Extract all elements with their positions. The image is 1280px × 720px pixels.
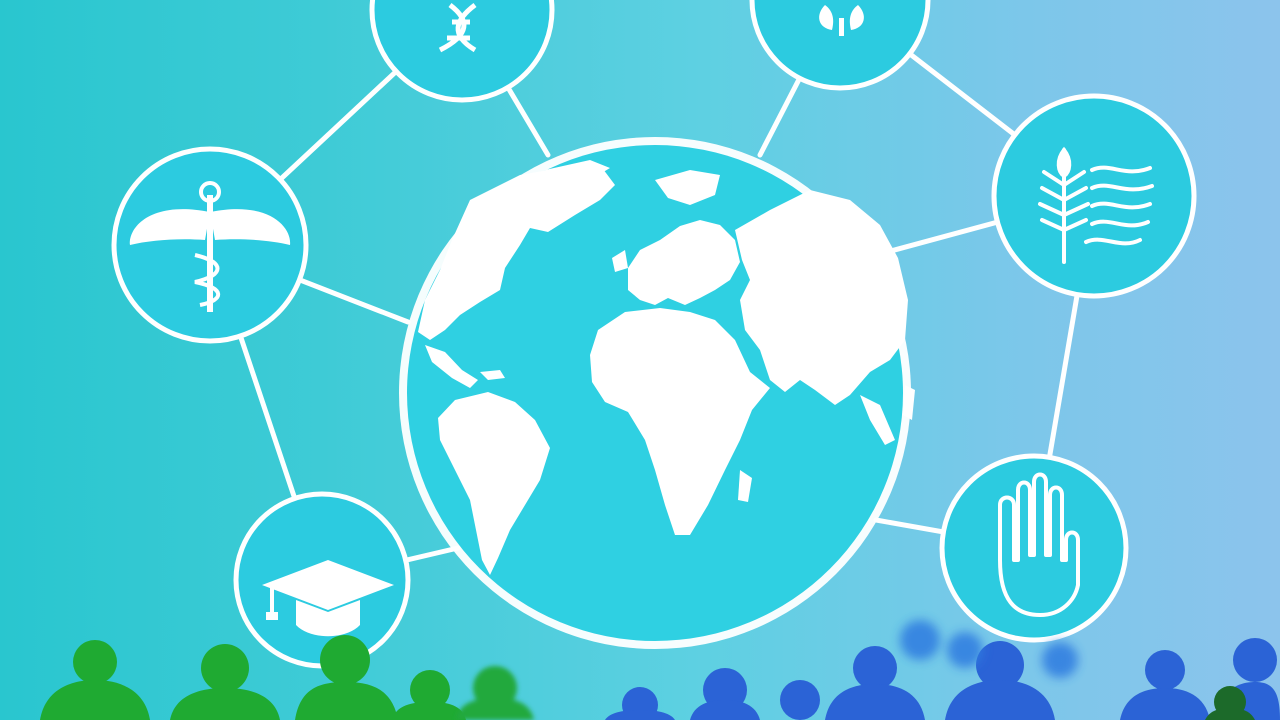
node-medicine	[111, 146, 309, 344]
wheat-icon	[1038, 146, 1154, 264]
dna-icon	[438, 3, 477, 53]
continent-south-america	[438, 392, 550, 575]
continent-africa	[590, 308, 770, 535]
raised-hand-icon	[998, 472, 1080, 617]
caduceus-icon	[129, 181, 291, 312]
node-rights	[939, 453, 1129, 643]
leaf-icon	[819, 5, 864, 36]
node-education	[233, 491, 411, 669]
crowd-silhouettes	[40, 620, 1280, 720]
continent-asia	[735, 190, 908, 405]
continent-north-america	[418, 165, 615, 340]
graduation-cap-icon	[262, 560, 394, 637]
continent-europe	[628, 220, 740, 305]
node-environment	[749, 0, 931, 91]
node-biology	[369, 0, 555, 103]
globe	[399, 137, 915, 649]
node-agriculture	[991, 93, 1197, 299]
